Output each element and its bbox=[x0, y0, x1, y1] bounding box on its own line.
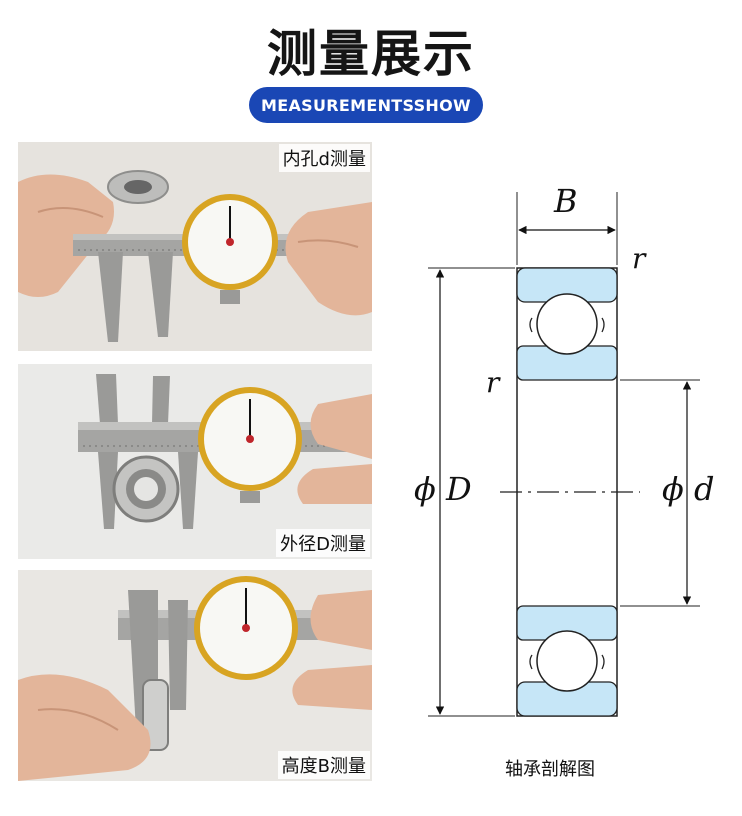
caliper-photo-illustration bbox=[18, 570, 372, 781]
photo-inner-bore-measurement: 内孔d测量 bbox=[18, 142, 372, 351]
bearing-cross-section-diagram: B r r ϕ D ϕ d bbox=[400, 170, 742, 730]
diagram-caption: 轴承剖解图 bbox=[505, 759, 595, 780]
label-width-B: B bbox=[554, 182, 578, 220]
photo-label-height: 高度B测量 bbox=[277, 751, 370, 779]
caliper-photo-illustration bbox=[18, 364, 372, 559]
photo-outer-diameter-measurement: 外径D测量 bbox=[18, 364, 372, 559]
bearing-cross-section-drawing bbox=[428, 192, 700, 717]
page-title: 测量展示 bbox=[267, 25, 475, 83]
label-inner-diameter-d: ϕ d bbox=[662, 470, 715, 508]
subtitle-badge: MEASUREMENTSSHOW bbox=[249, 87, 483, 123]
label-radius-top: r bbox=[632, 242, 646, 275]
photo-label-outer-diameter: 外径D测量 bbox=[276, 529, 370, 557]
label-radius-mid: r bbox=[486, 366, 500, 399]
caliper-photo-illustration bbox=[18, 142, 372, 351]
photo-label-inner-bore: 内孔d测量 bbox=[278, 144, 370, 172]
label-outer-diameter-D: ϕ D bbox=[414, 470, 472, 508]
photo-height-measurement: 高度B测量 bbox=[18, 570, 372, 781]
